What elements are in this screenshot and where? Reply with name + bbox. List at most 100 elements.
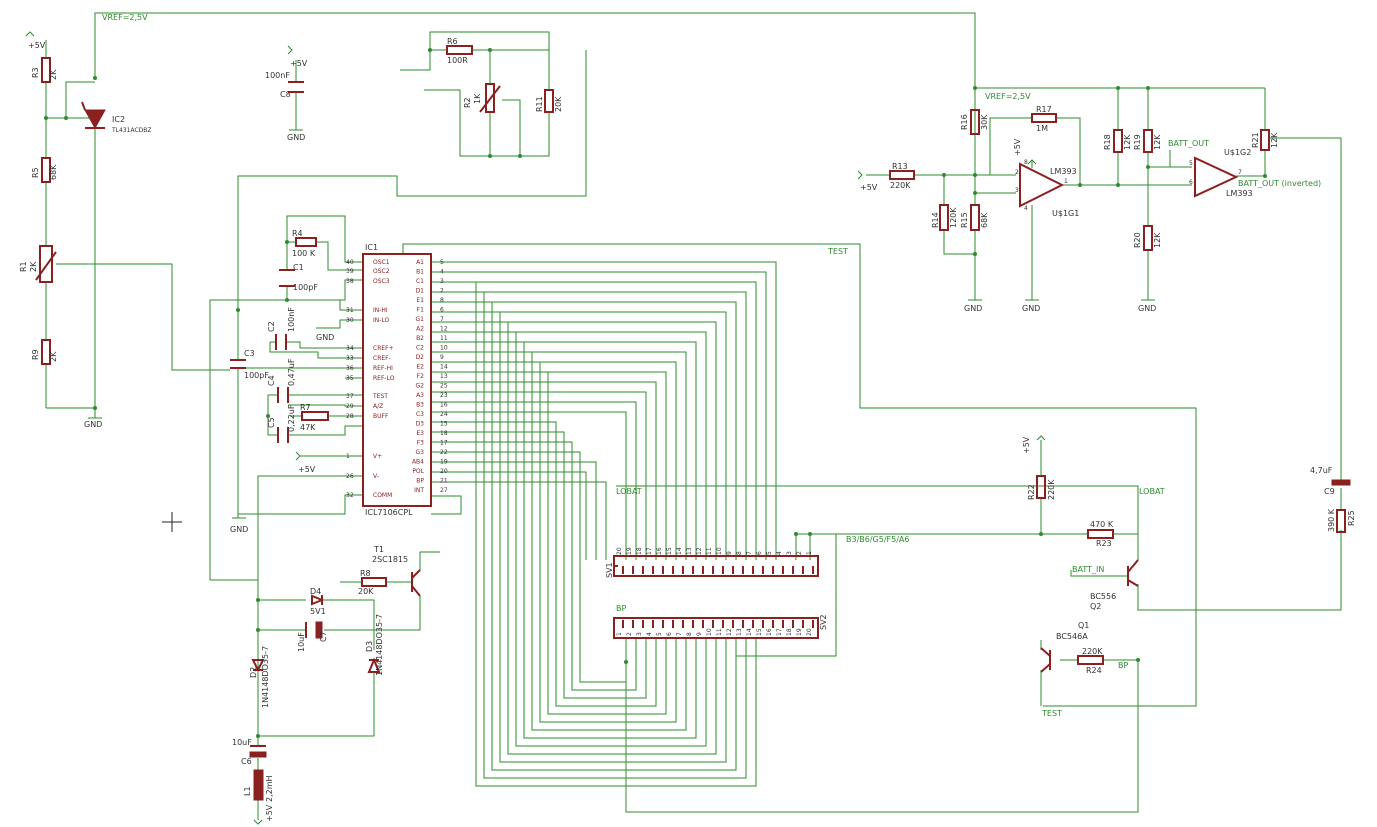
- c8-ref: C8: [280, 90, 291, 99]
- r20-ref: R20: [1133, 232, 1142, 248]
- connector-pin-number: 19: [796, 628, 803, 636]
- sv2-ref: SV2: [819, 614, 828, 630]
- ic1-pin-num: 25: [440, 383, 448, 390]
- wires: [45, 12, 1342, 820]
- connector-pin-number: 7: [746, 551, 753, 555]
- r16-value: 30K: [980, 114, 989, 130]
- r13-value: 220K: [890, 181, 911, 190]
- ic1-pin-num: 23: [440, 392, 448, 399]
- ic1-pin-name: OSC1: [373, 259, 390, 266]
- q2-value: BC556: [1090, 592, 1116, 601]
- label-gnd-5: GND: [964, 304, 982, 313]
- d4-ref: D4: [310, 587, 321, 596]
- u1g2-value: LM393: [1226, 189, 1253, 198]
- r2-value: 1K: [473, 93, 482, 104]
- connector-pin-number: 10: [706, 628, 713, 636]
- u1-pin-8: 8: [1024, 159, 1028, 166]
- connector-pin-number: 5: [656, 632, 663, 636]
- connector-pin-number: 3: [636, 632, 643, 636]
- ic1-pin-num: 16: [440, 402, 448, 409]
- c2-value: 100nF: [287, 307, 296, 332]
- r8-body: [361, 577, 387, 587]
- r18-body: [1113, 129, 1123, 153]
- u2-pin-7: 7: [1238, 169, 1242, 176]
- d2-value: 1N4148DO35-7: [261, 646, 270, 708]
- ic1-pin-name: E2: [416, 364, 424, 371]
- ic1-pin-num: 9: [440, 354, 444, 361]
- net-lobat-2: LOBAT: [1139, 487, 1165, 496]
- connector-pin-number: 5: [766, 551, 773, 555]
- ic1-pin-num: 17: [440, 440, 448, 447]
- ic1-pin-name: POL: [412, 468, 424, 475]
- r7-body: [301, 411, 329, 421]
- connector-pin-number: 16: [656, 547, 663, 555]
- connector-pin-number: 14: [746, 628, 753, 636]
- ic1-pin-num: 19: [440, 459, 448, 466]
- net-batt-out-inverted: BATT_OUT (inverted): [1238, 179, 1321, 188]
- ic1-pin-name: G3: [416, 449, 425, 456]
- r18-value: 12K: [1123, 134, 1132, 150]
- ic1-pin-name: CREF+: [373, 345, 394, 352]
- connector-pin-number: 15: [756, 628, 763, 636]
- ic1-pin-name: BUFF: [373, 413, 389, 420]
- t1-value: 2SC1815: [372, 555, 408, 564]
- ic1-pin-name: A2: [416, 326, 424, 333]
- ic1-pin-num: 24: [440, 411, 448, 418]
- t1-ref: T1: [373, 545, 384, 554]
- r5-ref: R5: [31, 167, 40, 178]
- net-batt-in: BATT_IN: [1072, 565, 1104, 574]
- r8-ref: R8: [360, 569, 371, 578]
- d2-ref: D2: [249, 667, 258, 678]
- r19-body: [1143, 129, 1153, 153]
- label-gnd-6: GND: [1022, 304, 1040, 313]
- ic1-pin-name: C3: [416, 411, 424, 418]
- l1-ref: L1: [243, 786, 252, 796]
- d3-ref: D3: [365, 641, 374, 652]
- r21-ref: R21: [1251, 132, 1260, 148]
- ic1-pin-num: 15: [440, 421, 448, 428]
- ic1-pin-name: REF-HI: [373, 365, 393, 372]
- ic1-pin-name: AB4: [412, 459, 424, 466]
- connector-pin-number: 14: [676, 547, 683, 555]
- c4-value: 0,47uF: [287, 358, 296, 386]
- c4-ref: C4: [267, 375, 276, 386]
- ic1-pin-num: 39: [346, 268, 354, 275]
- supply-symbols: [25, 31, 1155, 825]
- ic1-pin-num: 30: [346, 317, 354, 324]
- r8-value: 20K: [358, 587, 374, 596]
- connector-pin-number: 6: [666, 632, 673, 636]
- r22-value: 220K: [1047, 479, 1056, 500]
- c6-value: 10uF: [232, 738, 252, 747]
- junctions: [44, 48, 1267, 738]
- sv2-connector: [613, 617, 819, 639]
- ic1-pin-name: F2: [417, 373, 424, 380]
- ic1-pin-name: V+: [373, 453, 382, 460]
- label-p5v-7: +5V: [265, 804, 274, 822]
- connector-pin-number: 2: [626, 632, 633, 636]
- net-bp-2: BP: [1118, 661, 1128, 670]
- connector-pin-number: 12: [696, 547, 703, 555]
- c3-ref: C3: [244, 349, 255, 358]
- r11-ref: R11: [535, 96, 544, 112]
- c7-ref: C7: [319, 631, 328, 642]
- connector-pin-number: 11: [706, 547, 713, 555]
- r9-body: [41, 339, 51, 365]
- ic1-pin-num: 33: [346, 355, 354, 362]
- r2-body: [485, 83, 495, 113]
- q2-ref: Q2: [1090, 602, 1101, 611]
- r24-ref: R24: [1086, 666, 1102, 675]
- ic1-pin-num: 8: [440, 297, 444, 304]
- r1-body: [39, 245, 53, 283]
- connector-pin-number: 6: [756, 551, 763, 555]
- connector-pin-number: 15: [666, 547, 673, 555]
- r4-value: 100 K: [292, 249, 316, 258]
- ic1-pin-num: 4: [440, 269, 444, 276]
- r6-value: 100R: [447, 56, 468, 65]
- ic1-pin-name: C1: [416, 278, 424, 285]
- r23-ref: R23: [1096, 539, 1112, 548]
- r20-value: 12K: [1153, 232, 1162, 248]
- connector-pin-number: 4: [776, 551, 783, 555]
- r6-ref: R6: [447, 37, 458, 46]
